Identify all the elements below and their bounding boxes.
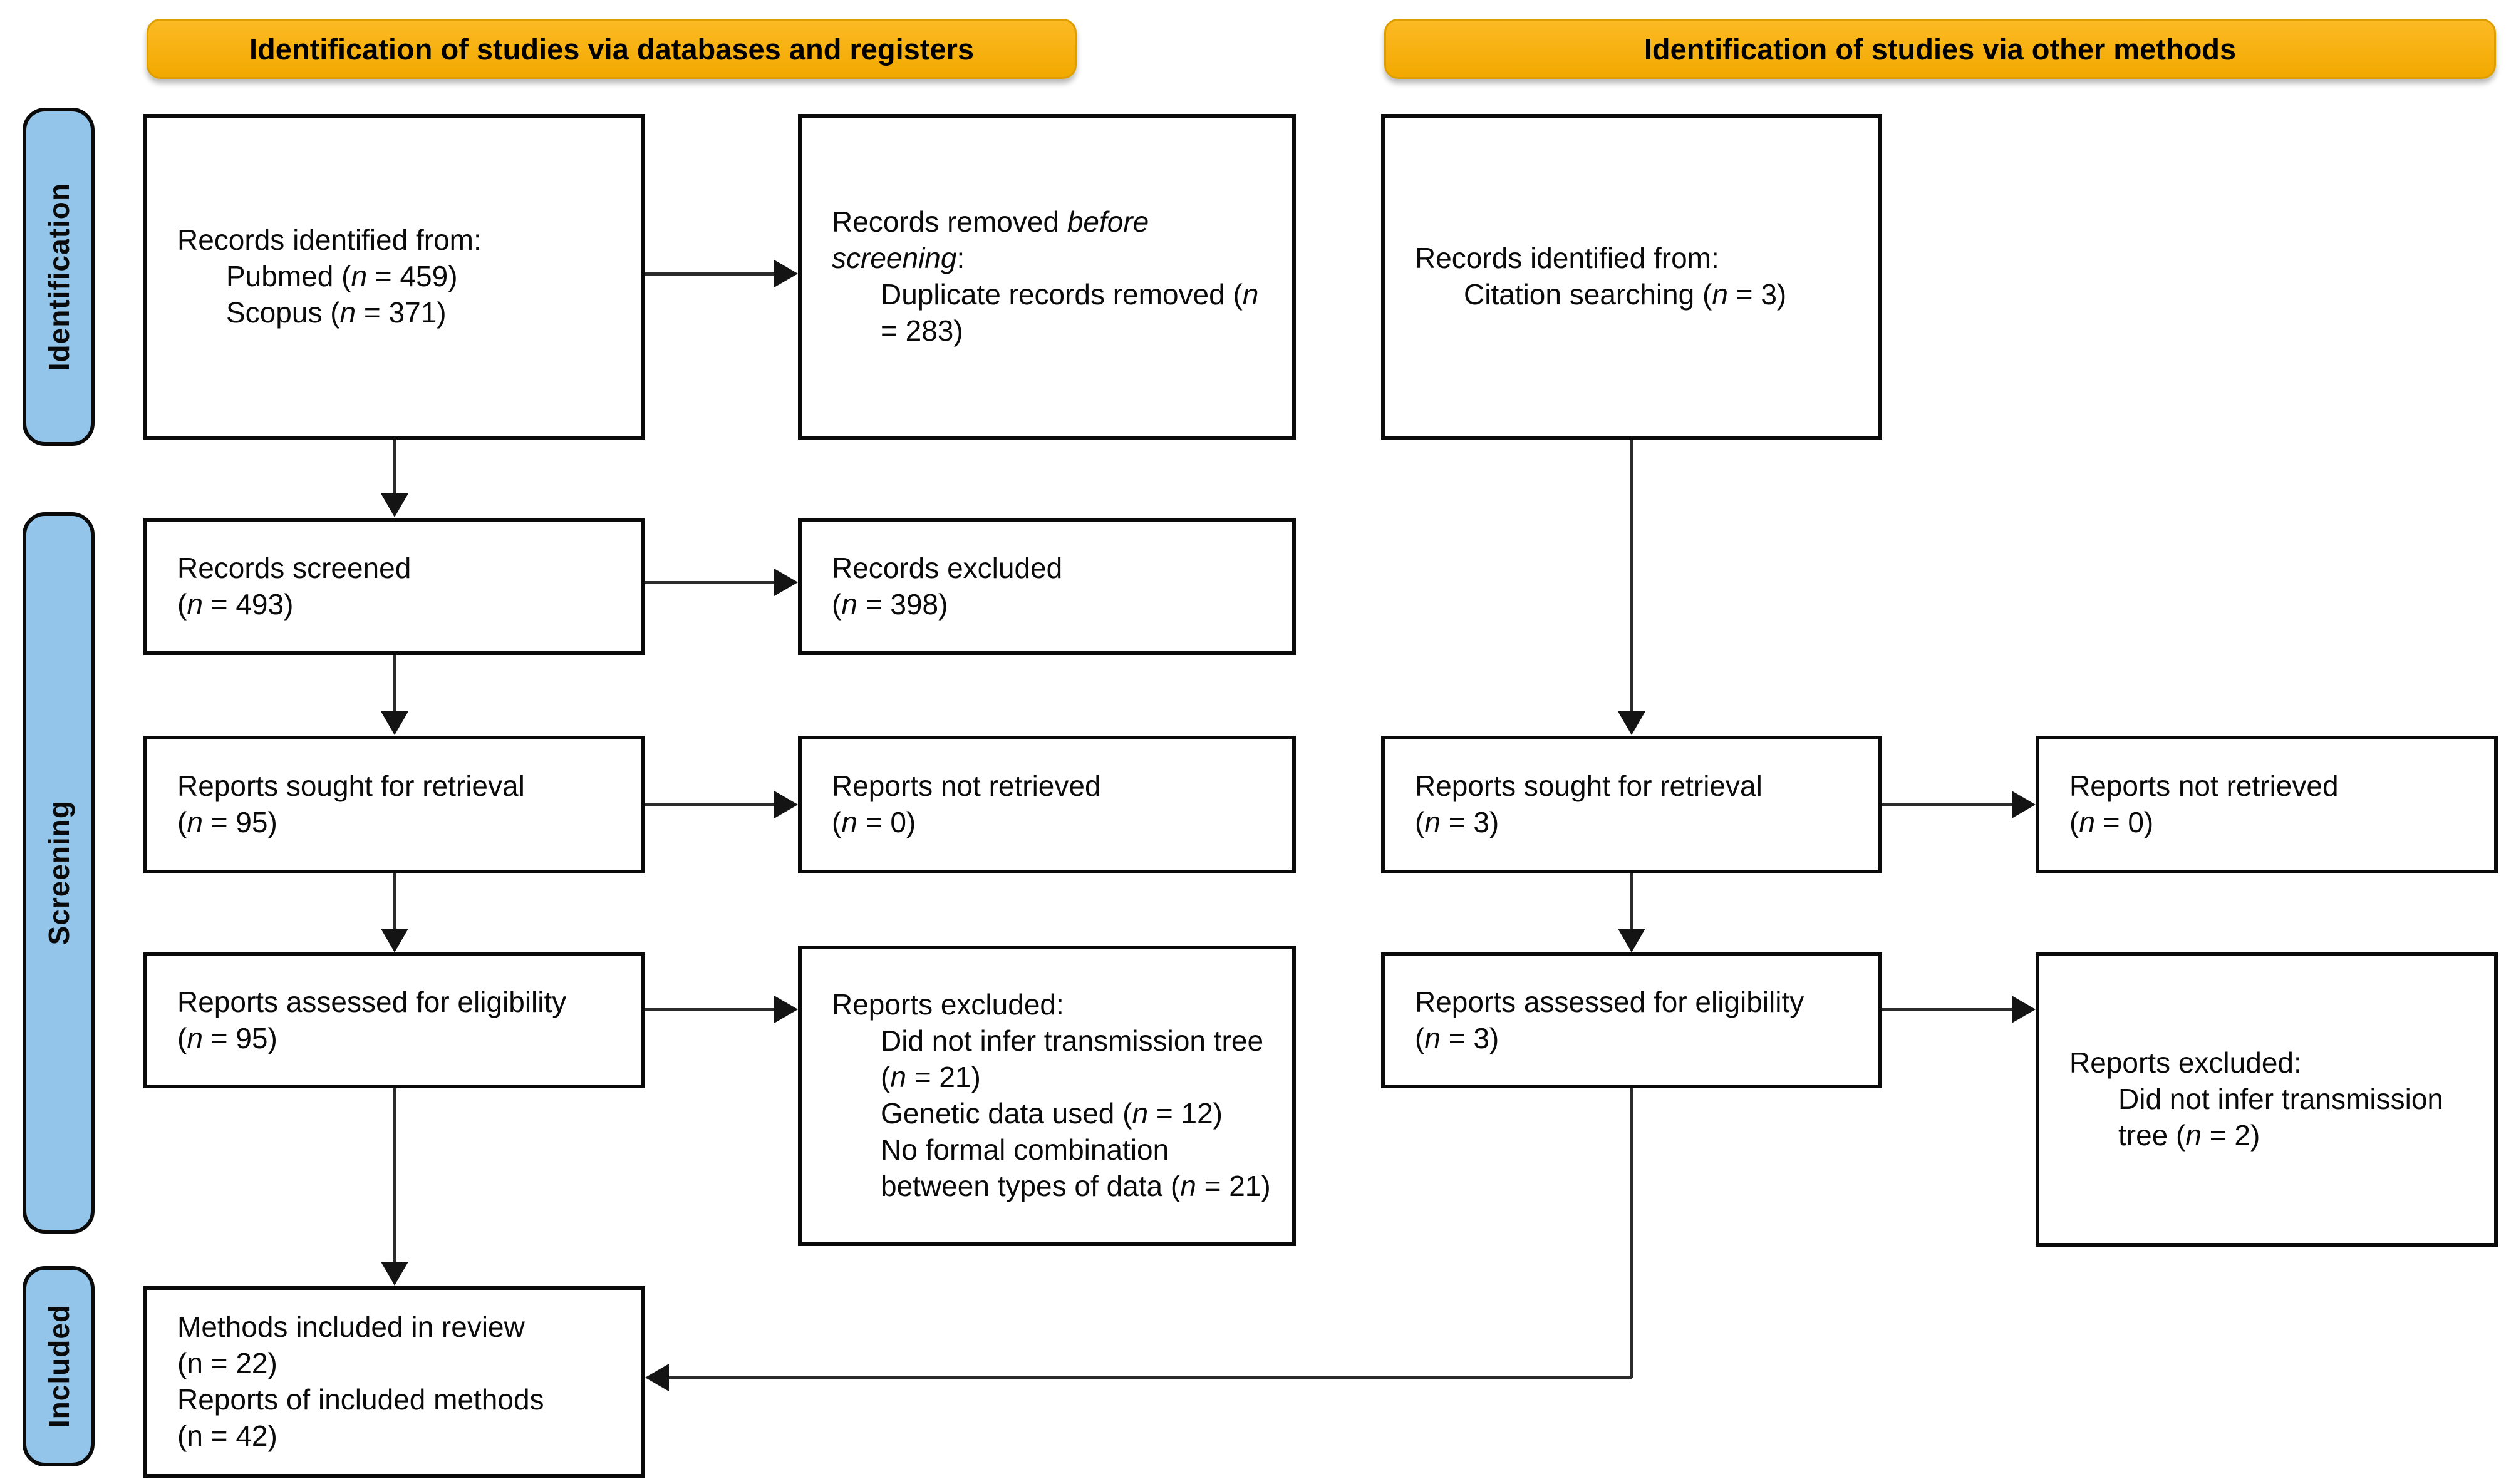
box-reports-not-retrieved-databases: Reports not retrieved(n = 0)	[798, 736, 1296, 873]
box-methods-included: Methods included in review(n = 22)Report…	[143, 1286, 645, 1478]
arrow-head	[774, 260, 798, 287]
arrow-head	[774, 791, 798, 818]
box-text: Records screened(n = 493)	[177, 551, 412, 621]
box-records-excluded: Records excluded(n = 398)	[798, 518, 1296, 655]
sidebar-identification: Identification	[23, 108, 95, 446]
arrow-head	[381, 711, 408, 735]
box-text: Records removed before screening:Duplica…	[832, 205, 1259, 347]
box-reports-assessed-databases: Reports assessed for eligibility(n = 95)	[143, 952, 645, 1088]
box-reports-excluded-databases: Reports excluded:Did not infer transmiss…	[798, 946, 1296, 1246]
arrow-line	[1630, 873, 1633, 930]
arrow-line	[1882, 1008, 2012, 1011]
arrow-line	[645, 1008, 774, 1011]
arrow-head	[1618, 929, 1645, 952]
arrow-line	[393, 440, 396, 495]
arrow-head	[2012, 791, 2036, 818]
box-text: Reports excluded:Did not infer transmiss…	[832, 988, 1271, 1202]
arrow-line	[1630, 440, 1633, 713]
arrow-line	[393, 1088, 396, 1262]
box-text: Reports assessed for eligibility(n = 3)	[1415, 985, 1804, 1054]
box-text: Reports not retrieved(n = 0)	[832, 770, 1101, 838]
arrow-head	[1618, 711, 1645, 735]
arrow-head	[2012, 996, 2036, 1023]
arrow-line	[393, 873, 396, 930]
box-reports-sought-other: Reports sought for retrieval(n = 3)	[1381, 736, 1882, 873]
box-reports-assessed-other: Reports assessed for eligibility(n = 3)	[1381, 952, 1882, 1088]
box-reports-excluded-other: Reports excluded:Did not infer transmiss…	[2036, 952, 2498, 1247]
box-text: Reports sought for retrieval(n = 3)	[1415, 770, 1763, 838]
sidebar-included-label: Included	[42, 1304, 75, 1428]
box-records-identified-other: Records identified from:Citation searchi…	[1381, 114, 1882, 440]
box-text: Methods included in review(n = 22)Report…	[177, 1311, 544, 1452]
sidebar-screening-label: Screening	[42, 800, 75, 946]
arrow-line	[393, 655, 396, 713]
box-text: Reports sought for retrieval(n = 95)	[177, 770, 525, 838]
box-records-identified-databases: Records identified from:Pubmed (n = 459)…	[143, 114, 645, 440]
sidebar-included: Included	[23, 1266, 95, 1466]
box-text: Records identified from:Citation searchi…	[1415, 242, 1787, 311]
box-text: Reports excluded:Did not infer transmiss…	[2069, 1046, 2443, 1152]
arrow-head	[774, 996, 798, 1023]
box-text: Records identified from:Pubmed (n = 459)…	[177, 224, 482, 329]
arrow-line	[645, 581, 774, 584]
arrow-head	[645, 1364, 669, 1391]
arrow-line	[1630, 1088, 1633, 1378]
arrow-line	[669, 1376, 1632, 1379]
header-other-methods: Identification of studies via other meth…	[1384, 19, 2496, 79]
box-reports-sought-databases: Reports sought for retrieval(n = 95)	[143, 736, 645, 873]
sidebar-screening: Screening	[23, 512, 95, 1234]
arrow-line	[1882, 803, 2012, 806]
box-records-removed-before-screening: Records removed before screening:Duplica…	[798, 114, 1296, 440]
box-text: Records excluded(n = 398)	[832, 551, 1063, 621]
arrow-head	[381, 493, 408, 517]
box-text: Reports assessed for eligibility(n = 95)	[177, 985, 567, 1054]
arrow-head	[774, 569, 798, 596]
arrow-head	[381, 1262, 408, 1286]
arrow-line	[645, 272, 774, 276]
box-text: Reports not retrieved(n = 0)	[2069, 770, 2339, 838]
header-databases-registers: Identification of studies via databases …	[147, 19, 1077, 79]
arrow-line	[645, 803, 774, 806]
sidebar-identification-label: Identification	[42, 182, 75, 371]
arrow-head	[381, 929, 408, 952]
box-reports-not-retrieved-other: Reports not retrieved(n = 0)	[2036, 736, 2498, 873]
box-records-screened: Records screened(n = 493)	[143, 518, 645, 655]
